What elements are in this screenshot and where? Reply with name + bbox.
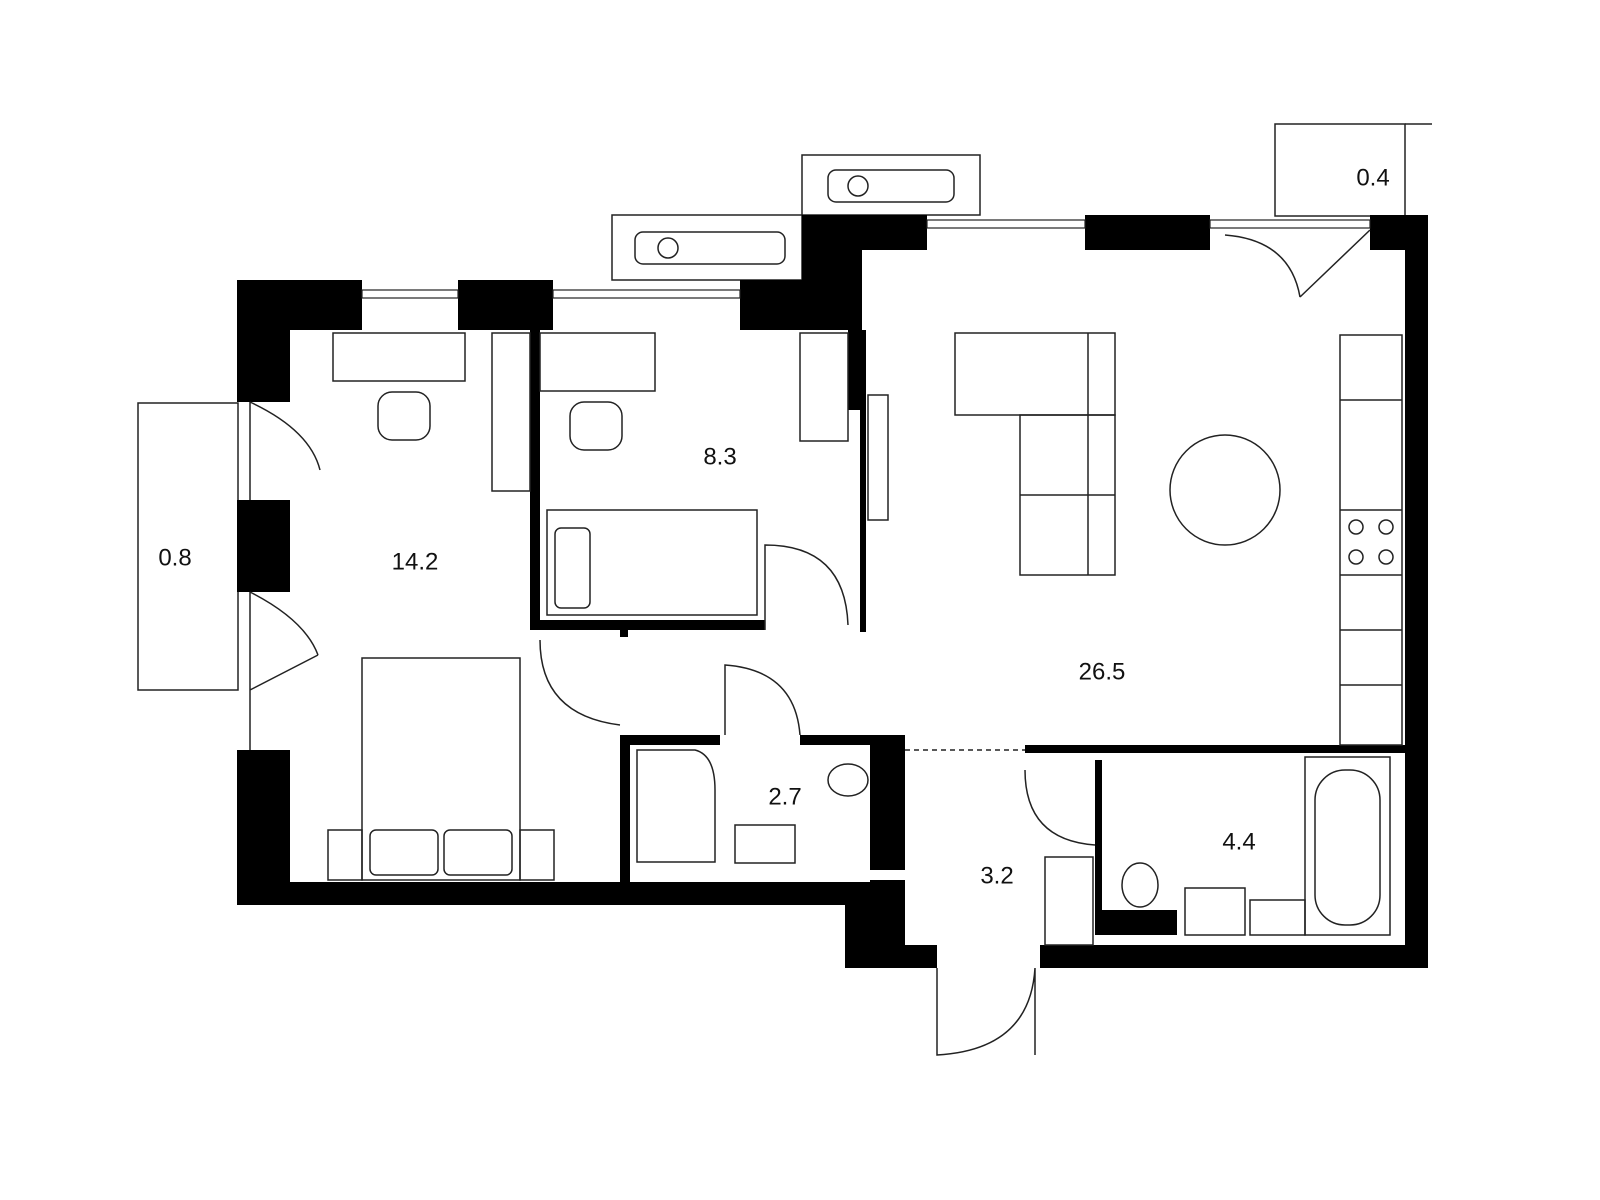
- window: [361, 289, 459, 299]
- wardrobe: [799, 332, 849, 442]
- kitchen-counter: [1339, 334, 1403, 746]
- ac-unit: [611, 214, 803, 281]
- sofa: [954, 332, 1116, 416]
- shower: [636, 749, 716, 863]
- kids-bed: [546, 509, 758, 616]
- room-area-label: 2.7: [768, 783, 801, 810]
- room-area-label: 4.4: [1222, 828, 1255, 855]
- sink: [1249, 899, 1306, 936]
- room-area-label: 0.8: [158, 544, 191, 571]
- fan-icon: [847, 175, 869, 197]
- desk: [539, 332, 656, 392]
- sink: [734, 824, 796, 864]
- room-area-label: 8.3: [703, 443, 736, 470]
- bathtub: [1304, 756, 1391, 936]
- balcony-east: [1274, 123, 1406, 217]
- chair: [377, 391, 431, 441]
- wardrobe: [491, 332, 531, 492]
- room-area-label: 3.2: [980, 862, 1013, 889]
- wardrobe: [1044, 856, 1094, 946]
- washing-machine: [1184, 887, 1246, 936]
- chair: [569, 401, 623, 451]
- toilet: [1121, 862, 1159, 908]
- desk: [332, 332, 466, 382]
- tv: [867, 394, 889, 521]
- walls: [237, 215, 1428, 968]
- bed: [361, 657, 521, 881]
- room-area-label: 26.5: [1079, 658, 1126, 685]
- dining-table: [1169, 434, 1281, 546]
- window: [552, 289, 741, 299]
- room-area-label: 14.2: [392, 548, 439, 575]
- fan-icon: [657, 237, 679, 259]
- room-area-label: 0.4: [1356, 164, 1389, 191]
- window: [1209, 219, 1371, 229]
- furniture: [327, 332, 1403, 946]
- toilet: [827, 763, 869, 797]
- window: [926, 219, 1086, 229]
- doors: [249, 229, 1371, 1056]
